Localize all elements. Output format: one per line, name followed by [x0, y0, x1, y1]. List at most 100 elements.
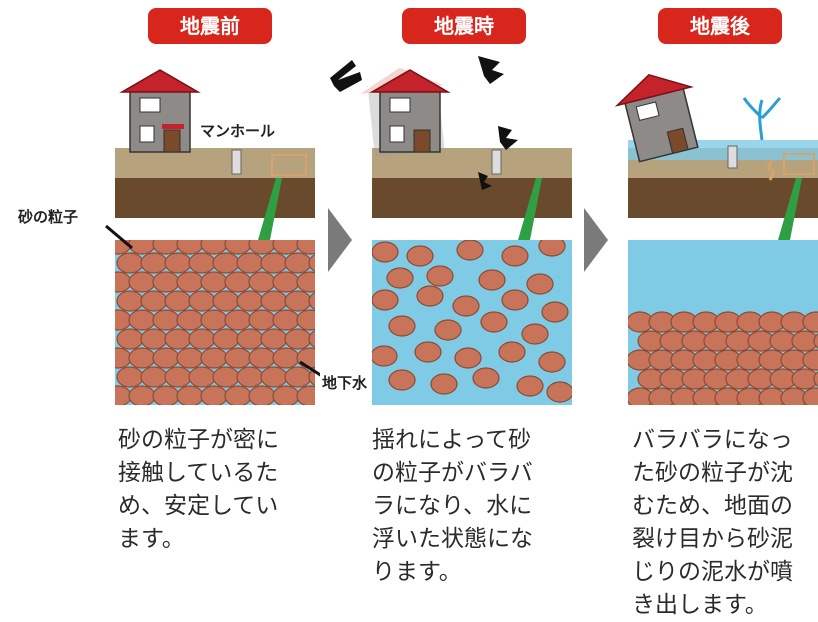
sand-particle [284, 328, 312, 350]
soil-layer [372, 178, 572, 218]
sand-particles [115, 240, 315, 405]
sand-particles [372, 240, 572, 403]
sand-particle [802, 387, 818, 405]
sand-particle [434, 319, 462, 341]
sand-particle [248, 271, 276, 293]
manhole-shaft [231, 149, 242, 175]
sand-particle [176, 347, 204, 369]
sand-particle [388, 315, 416, 337]
sand-particle [388, 369, 416, 391]
sand-particle [372, 345, 398, 367]
sand-particle [526, 273, 554, 295]
sand-particle-label: 砂の粒子 [18, 206, 79, 227]
sand-particle [501, 245, 529, 267]
sand-particle [115, 271, 132, 293]
caption-before: 砂の粒子が密に 接触しているた め、安定してい ます。 [118, 427, 279, 552]
sand-particle [406, 245, 434, 267]
sand-particle [308, 253, 315, 273]
sand-particle [200, 347, 228, 369]
sand-particle [541, 301, 569, 323]
sand-particle [272, 240, 300, 255]
arrow-next-2 [584, 208, 608, 272]
house [119, 69, 201, 153]
sand-particle [516, 375, 544, 397]
sand-particle [176, 385, 204, 405]
sand-particle [802, 311, 818, 333]
sand-particle [224, 271, 252, 293]
sand-particle [176, 240, 204, 255]
sand-particle [176, 309, 204, 331]
pipe-box [783, 153, 815, 175]
sand-particle [284, 290, 312, 312]
sand-particle [284, 252, 312, 274]
pipe-box [271, 154, 307, 176]
sand-particle [802, 349, 818, 371]
sand-particle [224, 309, 252, 331]
sand-particle [260, 366, 288, 388]
ground-surface [372, 148, 572, 178]
arrow-next-1 [328, 208, 352, 272]
panel-during [330, 56, 572, 405]
sand-particle [224, 240, 252, 255]
sand-particle [164, 328, 192, 350]
sand-particle [296, 309, 315, 331]
manhole-shaft [727, 145, 738, 169]
sand-particle [200, 309, 228, 331]
sand-particle [115, 385, 132, 405]
sand-particle [456, 240, 484, 261]
sand-particle [188, 328, 216, 350]
pipe-green [778, 178, 802, 240]
sand-particle [546, 381, 572, 403]
sand-particle [416, 285, 444, 307]
sand-particle [152, 240, 180, 255]
sand-particle [272, 347, 300, 369]
sand-particle [116, 366, 144, 388]
sand-particle [128, 240, 156, 255]
sand-particles [628, 311, 818, 405]
sand-particle [115, 309, 132, 331]
manhole-label: マンホール [200, 120, 276, 141]
sand-particle [236, 328, 264, 350]
sand-particle [164, 290, 192, 312]
sand-particle [260, 328, 288, 350]
sand-particle [128, 271, 156, 293]
sand-particle [426, 265, 454, 287]
sand-particle [236, 252, 264, 274]
sand-particle [296, 271, 315, 293]
sand-particle [813, 333, 818, 349]
stage-title-before: 地震前 [148, 8, 272, 44]
sand-particle [152, 347, 180, 369]
caption-after: バラバラになっ た砂の粒子が沈 むため、地面の 裂け目から砂泥 じりの泥水が噴 … [632, 427, 793, 618]
panel-before [115, 69, 315, 405]
sand-particle [152, 385, 180, 405]
sand-particle [140, 328, 168, 350]
stage-title-after: 地震後 [658, 8, 782, 44]
sand-particle [284, 366, 312, 388]
sand-particle [414, 341, 442, 363]
house-tilted [614, 73, 699, 163]
sand-particle [308, 329, 315, 349]
sand-particle [152, 309, 180, 331]
sand-particle [538, 240, 566, 257]
sand-particle [452, 295, 480, 317]
sand-particle [308, 367, 315, 387]
sand-particle [296, 385, 315, 405]
sand-particle [140, 252, 168, 274]
sand-particle [260, 252, 288, 274]
panel-after [614, 73, 818, 405]
water-spout-icon [742, 96, 782, 141]
sand-particle [248, 347, 276, 369]
sand-particle [188, 366, 216, 388]
sand-particle [480, 311, 508, 333]
sand-particle [498, 341, 526, 363]
sand-particle [128, 309, 156, 331]
sand-particle [272, 271, 300, 293]
pipe-green [518, 178, 542, 240]
sand-particle [272, 385, 300, 405]
sand-particle [272, 309, 300, 331]
sand-particle [296, 347, 315, 369]
sand-particle [791, 368, 818, 390]
sand-particle [472, 367, 500, 389]
sand-particle [296, 240, 315, 255]
